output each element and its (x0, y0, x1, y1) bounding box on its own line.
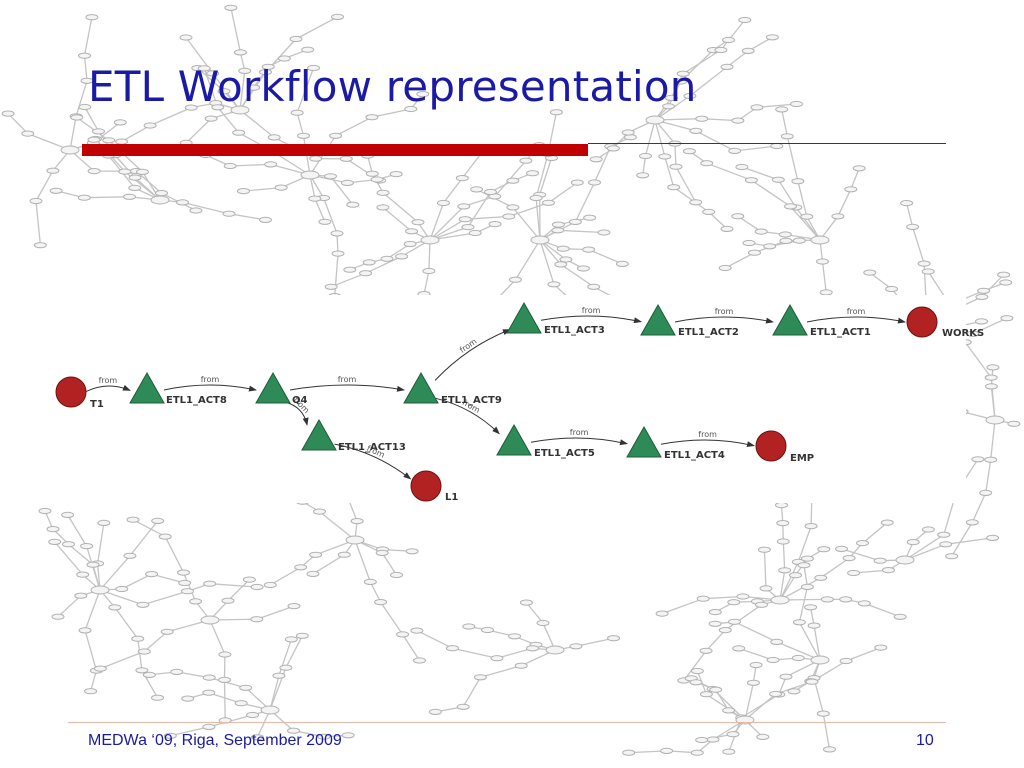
node-l1[interactable]: L1 (410, 470, 458, 503)
edge-label: from (570, 428, 589, 437)
slide-title: ETL Workflow representation (88, 62, 697, 111)
node-etl1_act8[interactable]: ETL1_ACT8 (129, 371, 227, 406)
node-label: ETL1_ACT3 (544, 325, 605, 336)
activity-icon (255, 371, 291, 404)
recordset-icon (55, 376, 87, 408)
edge-label: from (847, 307, 866, 316)
node-label: ETL1_ACT5 (534, 448, 595, 459)
recordset-icon (755, 430, 787, 462)
activity-icon (129, 371, 165, 404)
edge-q4-to-etl1_act9 (289, 384, 405, 392)
node-label: ETL1_ACT2 (678, 327, 739, 338)
edge-etl1_act1-to-works (806, 316, 906, 324)
activity-icon (626, 425, 662, 458)
node-label: Q4 (292, 395, 308, 406)
edge-etl1_act3-to-etl1_act2 (540, 315, 642, 324)
footer-text: MEDWa ‘09, Riga, September 2009 (88, 732, 342, 749)
node-label: ETL1_ACT13 (338, 442, 406, 453)
recordset-icon (410, 470, 442, 502)
node-label: EMP (790, 453, 814, 464)
edge-label: from (201, 375, 220, 384)
edge-label: from (698, 430, 717, 439)
activity-icon (506, 301, 542, 334)
edge-label: from (99, 376, 118, 385)
node-label: T1 (90, 399, 104, 410)
node-label: ETL1_ACT1 (810, 327, 871, 338)
node-label: ETL1_ACT9 (441, 395, 502, 406)
node-etl1_act5[interactable]: ETL1_ACT5 (496, 423, 595, 459)
activity-icon (772, 303, 808, 336)
node-emp[interactable]: EMP (755, 430, 814, 464)
edge-etl1_act13-to-l1 (334, 443, 412, 480)
recordset-icon (906, 306, 938, 338)
node-label: ETL1_ACT4 (664, 450, 725, 461)
activity-icon (640, 303, 676, 336)
node-etl1_act1[interactable]: ETL1_ACT1 (772, 303, 871, 338)
title-underline-bar (82, 144, 588, 156)
node-etl1_act9[interactable]: ETL1_ACT9 (403, 371, 502, 406)
edge-t1-to-etl1_act8 (85, 384, 131, 393)
edge-etl1_act9-to-etl1_act3 (434, 329, 511, 381)
activity-icon (301, 418, 337, 451)
node-etl1_act4[interactable]: ETL1_ACT4 (626, 425, 725, 461)
node-t1[interactable]: T1 (55, 376, 104, 410)
node-etl1_act3[interactable]: ETL1_ACT3 (506, 301, 605, 336)
node-q4[interactable]: Q4 (255, 371, 308, 406)
page-number: 10 (916, 732, 934, 749)
node-label: WORKS (942, 328, 984, 339)
edge-etl1_act9-to-etl1_act5 (435, 397, 500, 435)
node-label: ETL1_ACT8 (166, 395, 227, 406)
activity-icon (403, 371, 439, 404)
edge-etl1_act2-to-etl1_act1 (674, 316, 774, 324)
edge-label: from (338, 375, 357, 384)
title-underline-rule (588, 143, 946, 144)
edge-etl1_act8-to-q4 (163, 384, 257, 392)
edge-label: from (715, 307, 734, 316)
edge-etl1_act5-to-etl1_act4 (530, 437, 628, 446)
node-works[interactable]: WORKS (906, 306, 984, 339)
activity-icon (496, 423, 532, 456)
footer-divider (68, 722, 946, 723)
edge-etl1_act4-to-emp (660, 439, 755, 448)
node-etl1_act2[interactable]: ETL1_ACT2 (640, 303, 739, 338)
node-etl1_act13[interactable]: ETL1_ACT13 (301, 418, 406, 453)
node-label: L1 (445, 492, 458, 503)
edge-label: from (582, 306, 601, 315)
